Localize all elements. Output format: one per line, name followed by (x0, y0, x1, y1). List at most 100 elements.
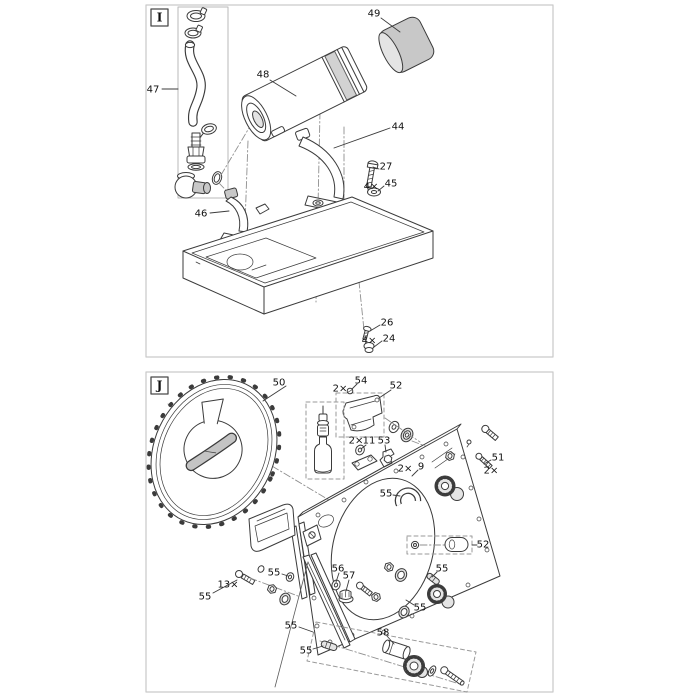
base-tray (182, 196, 434, 315)
leader-line (373, 340, 383, 348)
small-clamp-icon (199, 123, 217, 139)
part-label-27: 27 (380, 162, 393, 173)
screw-54-icon (346, 387, 354, 395)
leader-line (411, 469, 419, 477)
elbow-fitting (174, 171, 223, 199)
leader-line (212, 579, 238, 594)
part-label-52: 52 (390, 381, 403, 392)
part-label-46: 46 (195, 209, 208, 220)
rivet-icon (466, 439, 472, 448)
part-label-44: 44 (392, 122, 405, 133)
part-label-2x: 2× (398, 464, 413, 475)
leader-line (378, 389, 392, 399)
part-label-52: 52 (477, 540, 490, 551)
part-label-55: 55 (268, 568, 281, 579)
panel-i: I (145, 4, 554, 358)
part-label-48: 48 (257, 70, 270, 81)
part-label-50: 50 (273, 378, 286, 389)
roller-assembly-58 (306, 621, 477, 693)
washer-45 (367, 187, 381, 197)
part-label-55: 55 (380, 489, 393, 500)
hose-tail-fitting (186, 132, 206, 171)
grommet-icon (394, 568, 408, 582)
leader-line (312, 645, 324, 650)
grommet-icon (398, 605, 410, 619)
part-label-55: 55 (199, 592, 212, 603)
part-label-57: 57 (343, 571, 356, 582)
cover-52-group (335, 392, 385, 438)
leader-line (345, 579, 350, 592)
part-label-47: 47 (147, 85, 160, 96)
long-leader-line (274, 561, 309, 688)
part-label-11: 11 (363, 436, 376, 447)
bolt-icon (356, 581, 373, 597)
screw-13x (235, 565, 299, 597)
washer-56 (331, 579, 341, 591)
hex-nut-icon (384, 562, 394, 572)
cover-disc-50 (146, 374, 282, 530)
part-label-55: 55 (436, 564, 449, 575)
pin-55 (426, 572, 440, 585)
panel-j-letter-box (150, 376, 169, 395)
leader-line (351, 383, 358, 390)
knurled-knob (427, 584, 455, 609)
hex-nut-icon (371, 592, 381, 602)
part-label-49: 49 (368, 9, 381, 20)
bolt-icon (481, 424, 499, 441)
part-label-55: 55 (300, 646, 313, 657)
screw-27 (365, 160, 379, 189)
part-label-2x: 2× (484, 466, 499, 477)
leader-line (269, 79, 297, 97)
leader-line (209, 210, 230, 214)
part-label-54: 54 (355, 376, 368, 387)
hose-assembly-47 (174, 6, 229, 199)
leader-line (372, 166, 380, 170)
leader-line (483, 459, 492, 465)
leader-line (384, 444, 387, 453)
part-label-58: 58 (377, 628, 390, 639)
part-label-9: 9 (418, 462, 424, 473)
washer-icon (388, 420, 400, 434)
panel-j-letter: J (156, 379, 163, 393)
leader-line (431, 571, 438, 578)
cylinder-48 (241, 46, 368, 142)
grommet-icon (279, 592, 291, 606)
leader-line (281, 573, 289, 577)
panel-j: J (145, 371, 554, 693)
knurled-knob (434, 475, 464, 501)
leader-line (392, 494, 401, 497)
panel-i-letter-box (150, 8, 169, 27)
blade-strips (302, 552, 356, 649)
part-label-51: 51 (492, 453, 505, 464)
part-label-53: 53 (378, 436, 391, 447)
hook-55 (394, 487, 422, 507)
cap-57 (338, 589, 354, 604)
hose-clamp-icon (184, 24, 203, 39)
leader-line (377, 185, 385, 192)
part-label-24: 24 (383, 334, 396, 345)
leader-line (405, 599, 415, 606)
leader-line (262, 385, 287, 402)
part-label-56: 56 (332, 564, 345, 575)
leader-line (369, 324, 381, 332)
part-label-55: 55 (414, 603, 427, 614)
hose-clamp-icon (186, 7, 208, 22)
leader-line (360, 444, 367, 450)
float-valve-assembly (305, 401, 345, 480)
small-bracket (351, 454, 378, 471)
foam-cap-49 (378, 16, 435, 74)
hex-nut-icon (266, 584, 278, 594)
nut-24 (363, 342, 375, 353)
channel-bracket (248, 503, 296, 552)
leader-line (298, 626, 314, 633)
part-label-2x: 2× (333, 384, 348, 395)
part-label-4x: 4× (362, 336, 377, 347)
leader-line (380, 17, 401, 33)
panel-i-letter: I (157, 11, 163, 25)
part-label-4x: 4× (364, 182, 379, 193)
hex-nut-icon (445, 451, 455, 461)
panel-j-labels: 502×54522×11532×9512×55525556575513×5555… (199, 376, 505, 657)
